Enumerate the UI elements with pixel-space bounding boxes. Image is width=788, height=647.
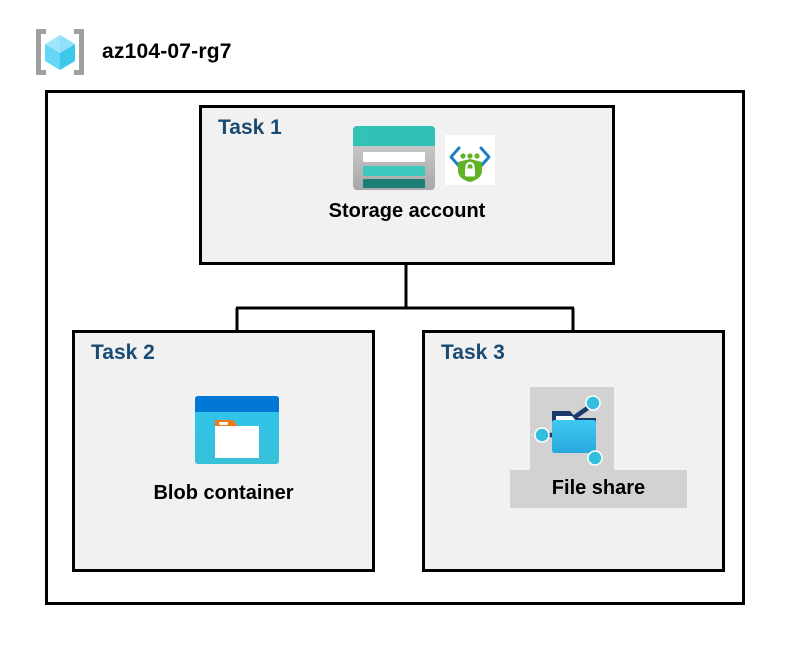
- file-share-icon-backdrop: [530, 387, 614, 471]
- page-title: az104-07-rg7: [102, 40, 232, 63]
- file-share-caption: File share: [551, 477, 646, 499]
- blob-container-caption: Blob container: [153, 482, 294, 504]
- storage-account-caption: Storage account: [328, 200, 486, 222]
- task-3-label: Task 3: [441, 341, 505, 364]
- file-share-selection-band: [510, 470, 687, 508]
- blob-container-icon: [195, 396, 279, 464]
- task-2-label: Task 2: [91, 341, 155, 364]
- storage-account-icon: [353, 126, 435, 190]
- file-share-icon: [534, 395, 603, 466]
- secure-endpoint-icon: [445, 135, 495, 185]
- resource-group-icon: [36, 29, 84, 75]
- resource-group-header: az104-07-rg7: [32, 26, 232, 78]
- task-1-label: Task 1: [218, 116, 282, 139]
